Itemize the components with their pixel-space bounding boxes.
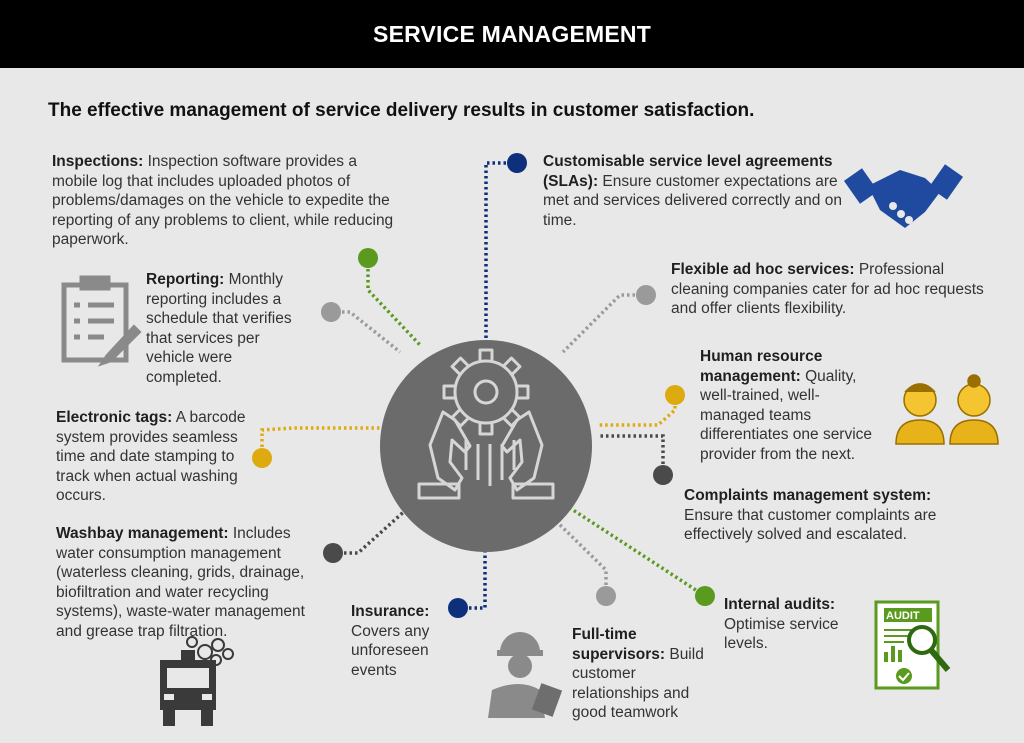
page-header: SERVICE MANAGEMENT [0, 0, 1024, 68]
dot-reporting [321, 302, 341, 322]
item-text: Professional cleaning companies cater fo… [671, 261, 984, 317]
item-title: Internal audits: [724, 596, 836, 613]
page-title: SERVICE MANAGEMENT [373, 20, 651, 47]
handshake-icon [843, 164, 964, 228]
item-text: Optimise service levels. [724, 615, 839, 653]
connector-washbay [333, 506, 410, 555]
item-title: Washbay management: [56, 525, 229, 542]
item-title: Electronic tags: [56, 409, 173, 426]
item-text: A barcode system provides seamless time … [56, 409, 246, 504]
item-electronic-tags: Electronic tags: A barcode system provid… [56, 408, 256, 506]
item-text: Inspection software provides a mobile lo… [52, 153, 394, 248]
item-title: Full-time supervisors: [572, 626, 666, 663]
item-text: Quality, well-trained, well-managed team… [700, 367, 873, 463]
truck-icon [160, 636, 234, 726]
workers-icon [895, 374, 999, 445]
item-title: Flexible ad hoc services: [671, 261, 855, 278]
dot-sla [507, 153, 527, 173]
item-title: Inspections: [52, 153, 144, 170]
item-adhoc: Flexible ad hoc services: Professional c… [671, 260, 989, 319]
dot-supervisors [596, 586, 616, 606]
connector-hr [598, 395, 677, 427]
item-text: Ensure customer expectations are met and… [543, 172, 842, 229]
dot-electronic-tags [252, 448, 272, 468]
item-text: Covers any unforeseen events [351, 622, 430, 679]
item-title: Human resource management: [700, 348, 823, 385]
item-inspections: Inspections: Inspection software provide… [52, 152, 397, 250]
item-title: Complaints management system: [684, 487, 932, 504]
clipboard-checklist-icon [61, 275, 142, 367]
item-text: Includes water consumption management (w… [56, 525, 305, 640]
dot-hr [665, 385, 685, 405]
dot-insurance [448, 598, 468, 618]
connector-electronic-tags [260, 426, 382, 458]
item-reporting: Reporting: Monthly reporting includes a … [146, 270, 306, 387]
item-insurance: Insurance: Covers any unforeseen events [351, 602, 451, 680]
connector-complaints [600, 434, 665, 475]
connector-supervisors [553, 518, 608, 596]
audit-report-icon [874, 600, 951, 690]
connector-sla [484, 161, 517, 352]
item-text: Build customer relationships and good te… [572, 645, 704, 722]
item-title: Reporting: [146, 271, 225, 288]
dot-audits [695, 586, 715, 606]
connector-reporting [331, 310, 402, 354]
supervisor-icon [488, 632, 563, 718]
item-hr: Human resource management: Quality, well… [700, 347, 878, 464]
item-title: Customisable service level agreements (S… [543, 153, 833, 190]
connector-insurance [458, 542, 487, 610]
audit-icon-label: AUDIT [886, 610, 920, 622]
item-text: Ensure that customer complaints are effe… [684, 506, 937, 544]
dot-adhoc [636, 285, 656, 305]
item-text: Monthly reporting includes a schedule th… [146, 271, 292, 386]
item-audits: Internal audits: Optimise service levels… [724, 595, 864, 654]
item-complaints: Complaints management system: Ensure tha… [684, 486, 944, 545]
item-title: Insurance: [351, 603, 430, 620]
connector-adhoc [561, 293, 646, 354]
dot-complaints [653, 465, 673, 485]
item-washbay: Washbay management: Includes water consu… [56, 524, 318, 641]
gear-hands-icon [417, 348, 555, 500]
dot-washbay [323, 543, 343, 563]
page-subtitle: The effective management of service deli… [48, 100, 755, 121]
connector-audits [569, 506, 706, 598]
item-sla: Customisable service level agreements (S… [543, 152, 848, 230]
item-supervisors: Full-time supervisors: Build customer re… [572, 625, 712, 723]
dot-inspections [358, 248, 378, 268]
